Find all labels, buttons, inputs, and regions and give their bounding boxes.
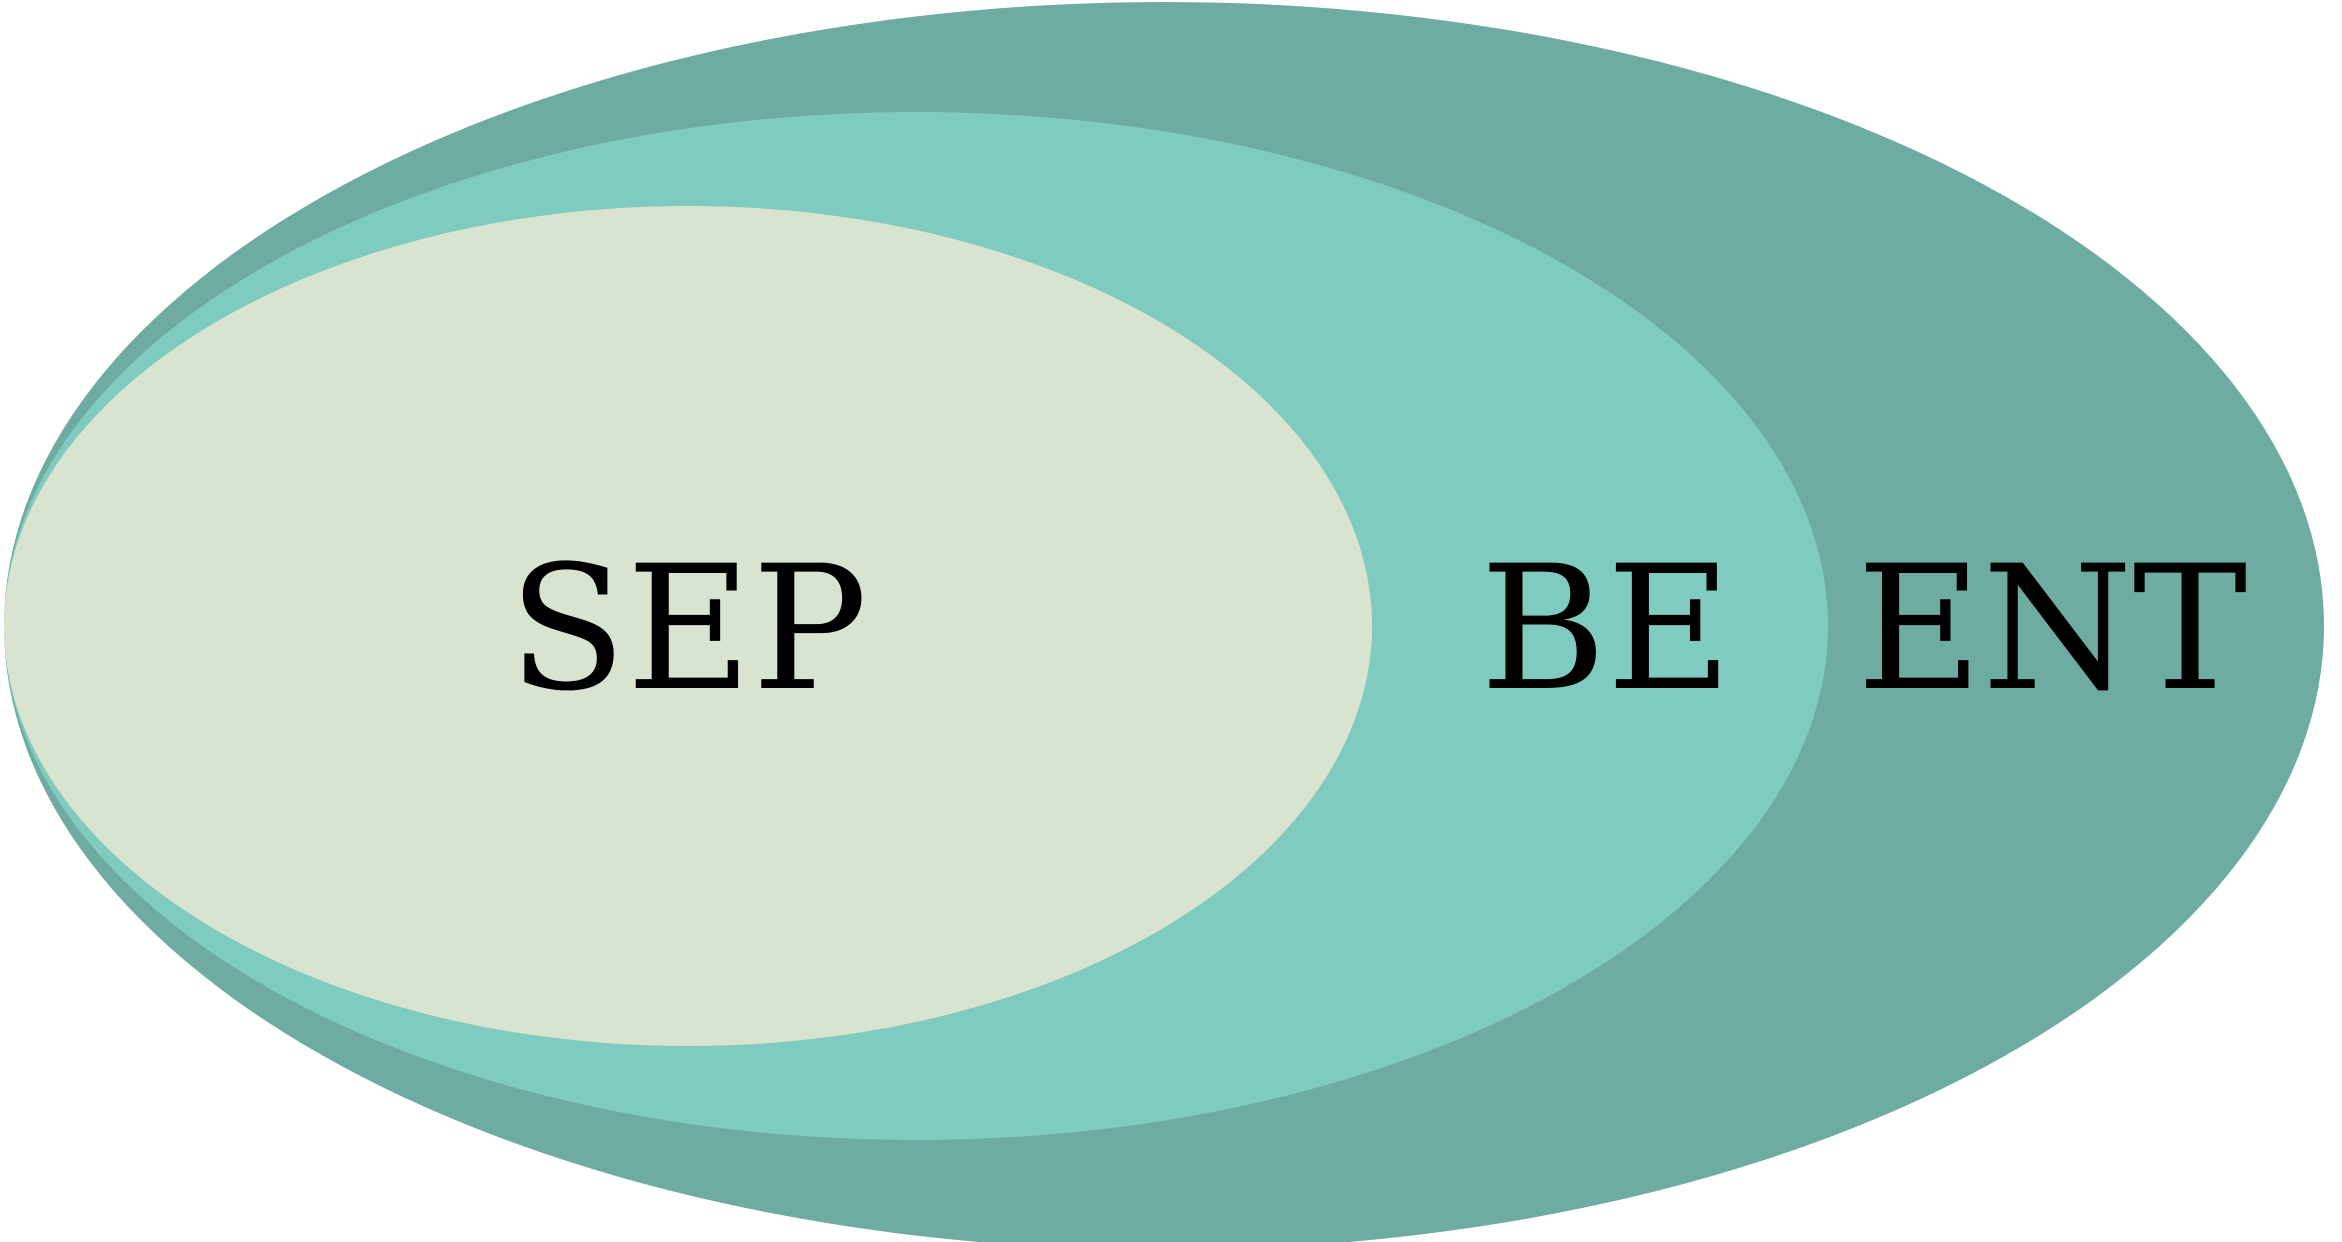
sep-label: SEP <box>508 528 867 729</box>
be-label: BE <box>1480 528 1732 729</box>
ent-label: ENT <box>1857 528 2248 729</box>
sep-ellipse <box>4 206 1372 1046</box>
